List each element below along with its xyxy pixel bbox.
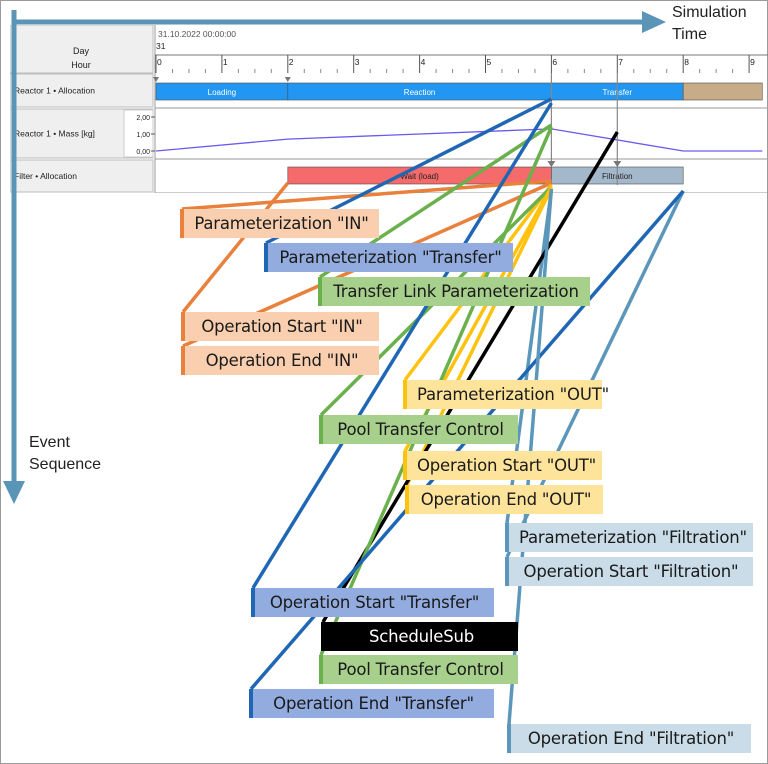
event-connector-line bbox=[251, 102, 553, 589]
allocation-bar-label: Reaction bbox=[404, 88, 436, 97]
event-label: Transfer Link Parameterization bbox=[318, 277, 590, 306]
allocation-bar-label: Loading bbox=[208, 88, 236, 97]
event-marker bbox=[613, 161, 622, 167]
event-label: Operation End "IN" bbox=[181, 346, 379, 375]
event-sequence-arrow bbox=[3, 10, 25, 504]
row-label: Reactor 1 • Mass [kg] bbox=[14, 129, 95, 139]
event-sequence-label-line2: Sequence bbox=[29, 456, 102, 473]
event-label: Parameterization "Transfer" bbox=[264, 243, 513, 272]
row-label-cell bbox=[10, 159, 154, 193]
event-connector-line bbox=[181, 181, 290, 314]
mass-y-tick-label: 0,00 bbox=[136, 149, 150, 156]
simulation-time-label-line2: Time bbox=[672, 26, 707, 43]
event-marker bbox=[547, 161, 556, 167]
event-label: Operation End "Filtration" bbox=[507, 724, 751, 753]
event-label: Operation Start "Transfer" bbox=[251, 588, 494, 617]
hour-tick-label: 2 bbox=[289, 57, 294, 67]
event-label: Operation End "Transfer" bbox=[249, 689, 494, 718]
row-label: Reactor 1 • Allocation bbox=[14, 86, 95, 96]
allocation-bar bbox=[682, 82, 763, 101]
hour-tick-label: 6 bbox=[552, 57, 557, 67]
hour-tick-label: 0 bbox=[157, 57, 162, 67]
simulation-time-label-line1: Simulation bbox=[672, 4, 747, 21]
header-label-cell bbox=[10, 25, 154, 74]
event-connector-line bbox=[181, 179, 552, 211]
header-hour-label: Hour bbox=[71, 60, 91, 70]
simulation-time-label: Simulation Time bbox=[672, 2, 747, 46]
date-text: 31.10.2022 00:00:00 bbox=[158, 29, 236, 39]
event-label: Operation Start "OUT" bbox=[403, 451, 602, 480]
row-label-cell bbox=[10, 73, 154, 108]
hour-tick-label: 4 bbox=[421, 57, 426, 67]
hour-tick-label: 1 bbox=[223, 57, 228, 67]
day-number: 31 bbox=[156, 41, 166, 51]
mass-y-tick-label: 1,00 bbox=[136, 132, 150, 139]
event-marker bbox=[153, 77, 159, 82]
event-label: Operation Start "Filtration" bbox=[505, 557, 753, 586]
event-sequence-label-line1: Event bbox=[29, 434, 70, 451]
hour-tick-label: 9 bbox=[750, 57, 755, 67]
event-label: ScheduleSub bbox=[321, 622, 518, 651]
hour-tick-label: 5 bbox=[487, 57, 492, 67]
event-label: Pool Transfer Control bbox=[319, 415, 518, 444]
event-label: Pool Transfer Control bbox=[319, 655, 518, 684]
mass-y-tick-label: 2,00 bbox=[136, 115, 150, 122]
hour-tick-label: 3 bbox=[355, 57, 360, 67]
mass-axis-area bbox=[123, 109, 154, 158]
simulation-time-arrow bbox=[14, 11, 666, 33]
hour-tick-label: 8 bbox=[684, 57, 689, 67]
event-label: Parameterization "Filtration" bbox=[505, 523, 753, 552]
hour-tick-label: 7 bbox=[618, 57, 623, 67]
event-sequence-label: Event Sequence bbox=[29, 432, 101, 476]
row-label: Filter • Allocation bbox=[14, 171, 77, 181]
event-label: Parameterization "OUT" bbox=[403, 380, 609, 409]
event-label: Parameterization "IN" bbox=[180, 209, 379, 238]
header-day-label: Day bbox=[73, 46, 90, 56]
event-label: Operation Start "IN" bbox=[181, 312, 379, 341]
event-label: Operation End "OUT" bbox=[405, 485, 603, 514]
allocation-bar-label: Wait (load) bbox=[400, 172, 439, 181]
event-marker bbox=[284, 77, 291, 82]
